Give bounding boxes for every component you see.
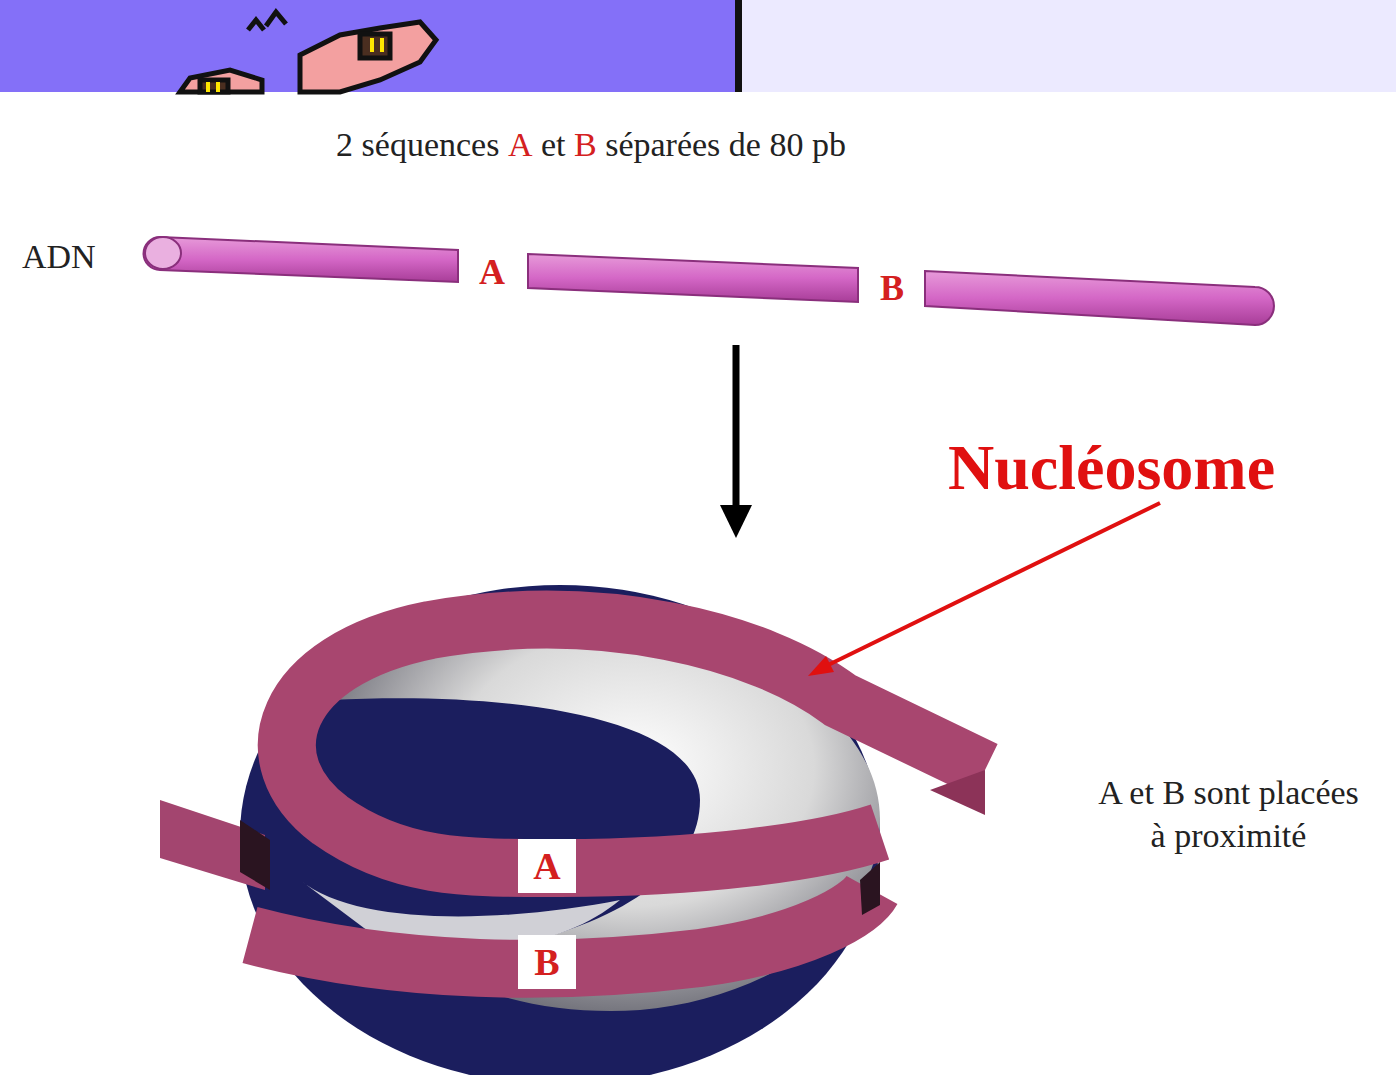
banner-divider <box>735 0 742 92</box>
sequence-letter: B <box>534 943 559 981</box>
heading-part: 2 séquences <box>336 126 499 163</box>
banner-right <box>742 0 1396 92</box>
sequence-letter: A <box>479 250 505 295</box>
bee-icon <box>180 12 436 92</box>
sequence-letter: A <box>533 847 560 885</box>
sequence-box: A <box>518 839 576 893</box>
heading-part: A <box>508 126 533 163</box>
dna-rod <box>144 237 1274 325</box>
transform-arrow <box>720 345 752 538</box>
leader-arrow <box>808 503 1160 676</box>
banner-left <box>0 0 735 92</box>
nucleosome-illustration <box>160 585 985 1075</box>
heading-part: et <box>541 126 566 163</box>
structure-name: Nucléosome <box>948 428 1275 508</box>
heading-line: 2 séquencesAetBséparées de 80 pb <box>0 126 1182 164</box>
sequence-letter: B <box>880 266 904 311</box>
heading-part: B <box>574 126 597 163</box>
sequence-box: B <box>518 935 576 989</box>
note: A et B sont placées à proximité <box>1091 772 1366 857</box>
dna-label: ADN <box>22 236 96 279</box>
heading-part: séparées de 80 pb <box>605 126 846 163</box>
